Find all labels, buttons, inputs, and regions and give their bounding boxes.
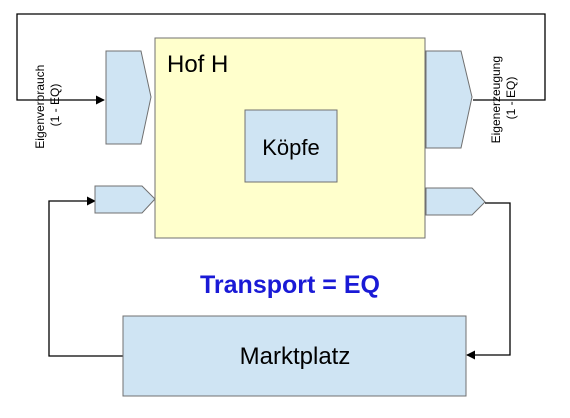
market-label: Marktplatz [240, 343, 351, 370]
own-consumption-label: Eigenverbrauch (1 - EQ) [33, 61, 62, 148]
own-production-line1: Eigenerzeugung [489, 56, 503, 143]
market-input-arrow [94, 185, 156, 214]
farm-to-market-line [466, 202, 511, 360]
market-to-farm-line [48, 196, 123, 357]
own-production-label: Eigenerzeugung (1 - EQ) [489, 53, 518, 144]
heads-box [244, 109, 338, 183]
own-consumption-line2: (1 - EQ) [48, 84, 62, 127]
transport-label: Transport = EQ [200, 271, 380, 299]
market-output-arrow [425, 187, 486, 216]
farm-title: Hof H [167, 51, 228, 78]
own-loop-line [16, 13, 546, 105]
own-production-output-arrow [425, 50, 473, 149]
own-production-line2: (1 - EQ) [504, 77, 518, 120]
own-consumption-line1: Eigenverbrauch [33, 65, 47, 149]
own-consumption-input-arrow [105, 50, 152, 145]
heads-label: Köpfe [262, 135, 320, 160]
market-box [122, 315, 467, 397]
